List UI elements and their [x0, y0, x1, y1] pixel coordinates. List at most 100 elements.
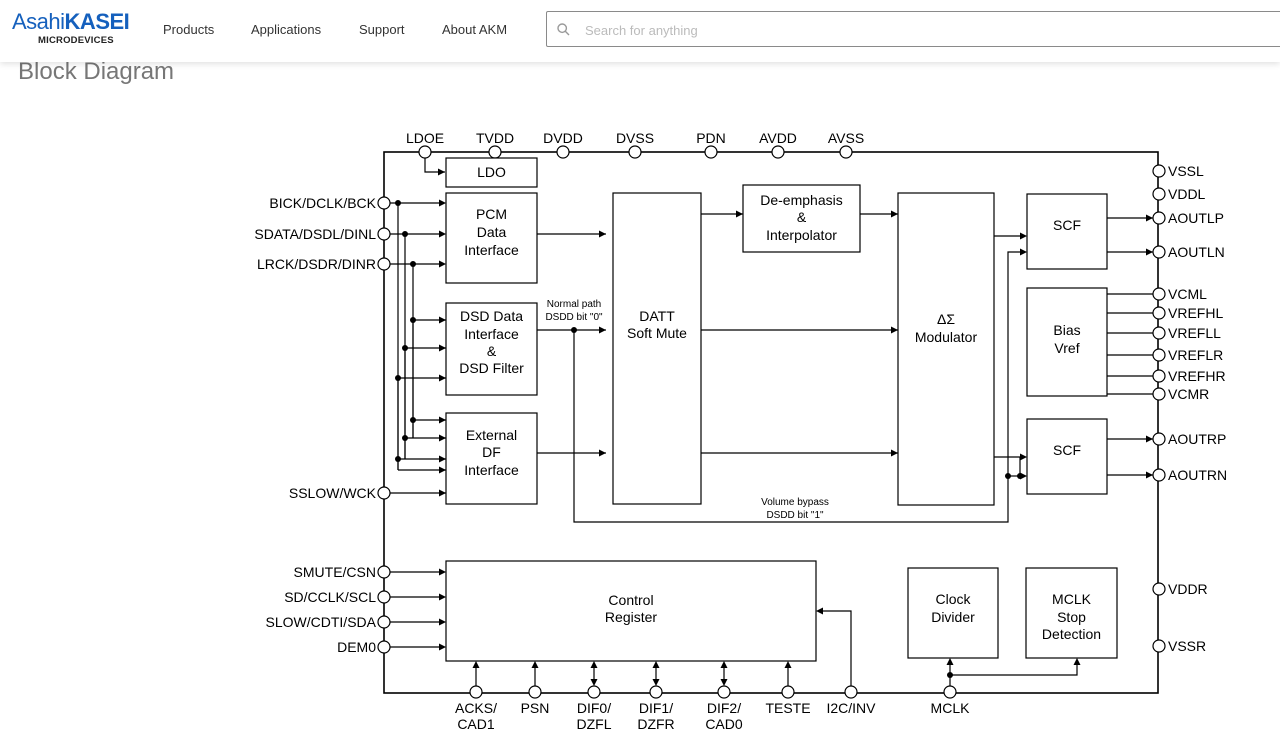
- pin-tvdd: [488, 145, 502, 159]
- pin-label-vreflr: VREFLR: [1168, 347, 1223, 363]
- pin-label-vrefhr: VREFHR: [1168, 368, 1226, 384]
- ldo-block: [445, 157, 538, 188]
- arrow-head: [590, 679, 598, 686]
- arrow-head: [439, 434, 446, 442]
- datt-block-label: Soft Mute: [627, 325, 687, 341]
- pin-vcml: [1152, 287, 1166, 301]
- arrow-head: [946, 658, 954, 665]
- arrow-head: [439, 466, 446, 474]
- deemphasis-block-label: De-emphasis: [760, 192, 842, 208]
- company-logo[interactable]: AsahiKASEI MICRODEVICES: [12, 11, 144, 51]
- nav-applications[interactable]: Applications: [251, 22, 322, 37]
- pin-label-aoutrn: AOUTRN: [1168, 467, 1227, 483]
- pin-bottom-5: [781, 685, 795, 699]
- arrow-head: [1020, 472, 1027, 480]
- arrow-head: [720, 679, 728, 686]
- search-input[interactable]: [583, 17, 1267, 43]
- pin-vssr: [1152, 639, 1166, 653]
- pin-label-vrefll: VREFLL: [1168, 325, 1221, 341]
- arrow-head: [439, 568, 446, 576]
- deemphasis-block-label: Interpolator: [766, 227, 837, 243]
- pin-label-vcml: VCML: [1168, 286, 1207, 302]
- wire: [1007, 251, 1020, 476]
- dsd-block-label: &: [487, 343, 497, 359]
- search-box[interactable]: [546, 11, 1280, 47]
- pin-bottom-1: [528, 685, 542, 699]
- datt-block: [612, 192, 702, 505]
- pin-label-vssl: VSSL: [1168, 163, 1204, 179]
- pin-bottom-0: [469, 685, 483, 699]
- pin-bottom-2: [587, 685, 601, 699]
- arrow-head: [1020, 232, 1027, 240]
- pin-left-7: [377, 640, 391, 654]
- pin-label-vddl: VDDL: [1168, 186, 1206, 202]
- pin-aoutln: [1152, 245, 1166, 259]
- pin-label-ldoe: LDOE: [406, 130, 444, 146]
- arrow-head: [439, 199, 446, 207]
- arrow-head: [891, 210, 898, 218]
- arrow-head: [1146, 214, 1153, 222]
- nav-products[interactable]: Products: [163, 22, 215, 37]
- scf-right-block: [1026, 418, 1108, 495]
- mclk-stop-block: [1025, 567, 1118, 659]
- pin-left-4: [377, 565, 391, 579]
- pin-label-left-4: SMUTE/CSN: [294, 564, 376, 580]
- pin-dvss: [628, 145, 642, 159]
- pin-aoutrn: [1152, 468, 1166, 482]
- control-register-block: [445, 560, 817, 662]
- logo-subtitle: MICRODEVICES: [38, 35, 114, 46]
- dsd-block-label: DSD Filter: [459, 360, 524, 376]
- chip-outline: [383, 151, 1159, 694]
- clock-divider-block-label: Divider: [931, 609, 975, 625]
- arrow-head: [439, 618, 446, 626]
- pin-aoutrp: [1152, 432, 1166, 446]
- annotation-volume-bypass: Volume bypass: [761, 497, 829, 508]
- annotation-normal-path: Normal path: [547, 299, 601, 310]
- control-register-block-label: Control: [608, 592, 653, 608]
- scf-left-block: [1026, 193, 1108, 270]
- pin-dvdd: [556, 145, 570, 159]
- pcm-block-label: PCM: [476, 206, 507, 222]
- nav-support[interactable]: Support: [359, 22, 405, 37]
- pin-label-left-3: SSLOW/WCK: [289, 485, 377, 501]
- arrow-head: [1146, 248, 1153, 256]
- pin-label-left-7: DEM0: [337, 639, 376, 655]
- scf-left-block-label: SCF: [1053, 217, 1081, 233]
- arrow-head: [599, 449, 606, 457]
- pin-label-aoutrp: AOUTRP: [1168, 431, 1226, 447]
- pin-label-pdn: PDN: [696, 130, 726, 146]
- arrow-head: [1146, 471, 1153, 479]
- mclk-stop-block-label: MCLK: [1052, 591, 1092, 607]
- ldo-block-label: LDO: [477, 164, 506, 180]
- pin-left-5: [377, 590, 391, 604]
- pin-label-bottom-3-1: DZFR: [637, 716, 674, 732]
- control-register-block-label: Register: [605, 609, 657, 625]
- arrow-head: [438, 168, 445, 176]
- arrow-head: [439, 455, 446, 463]
- pin-avdd: [771, 145, 785, 159]
- pin-vssl: [1152, 164, 1166, 178]
- mclk-stop-block-label: Stop: [1057, 609, 1086, 625]
- deemphasis-block-label: &: [797, 209, 807, 225]
- wire: [424, 158, 445, 173]
- bias-block-label: Vref: [1054, 340, 1079, 356]
- pin-vddl: [1152, 187, 1166, 201]
- pin-label-bottom-4-1: CAD0: [705, 716, 743, 732]
- pin-vreflr: [1152, 348, 1166, 362]
- pin-bottom-4: [717, 685, 731, 699]
- pin-bottom-3: [649, 685, 663, 699]
- arrow-head: [439, 260, 446, 268]
- pin-label-vddr: VDDR: [1168, 581, 1208, 597]
- pin-label-left-6: SLOW/CDTI/SDA: [266, 614, 377, 630]
- pin-vddr: [1152, 582, 1166, 596]
- pin-vcmr: [1152, 387, 1166, 401]
- arrow-head: [531, 661, 539, 668]
- nav-about-akm[interactable]: About AKM: [442, 22, 508, 37]
- modulator-block: [897, 192, 995, 506]
- datt-block-label: DATT: [639, 308, 675, 324]
- wire: [950, 665, 1078, 676]
- scf-right-block-label: SCF: [1053, 442, 1081, 458]
- pin-vrefll: [1152, 326, 1166, 340]
- arrow-head: [599, 326, 606, 334]
- pin-pdn: [704, 145, 718, 159]
